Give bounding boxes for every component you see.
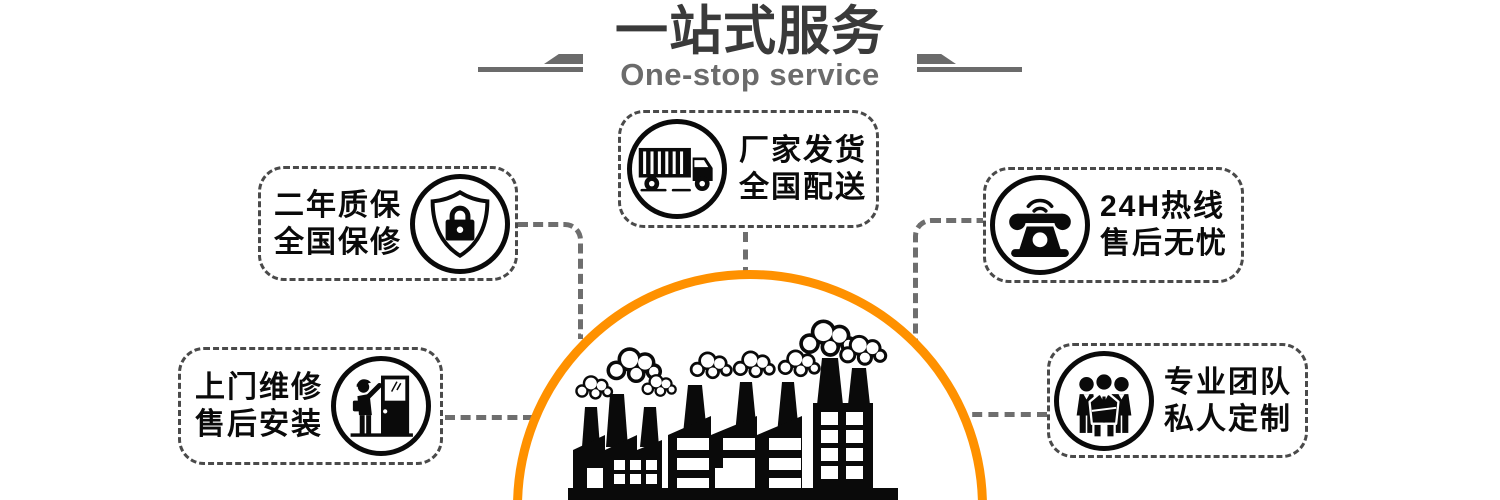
callout-line: 全国配送: [739, 171, 867, 204]
callout-factory-shipping: 厂家发货 全国配送: [618, 110, 879, 228]
connector-right-lower: [956, 412, 1047, 417]
callout-line: 厂家发货: [739, 134, 867, 167]
callout-text: 24H热线 售后无忧: [1100, 188, 1228, 262]
telephone-icon: [990, 175, 1090, 275]
callout-line: 全国保修: [274, 225, 402, 259]
callout-line: 私人定制: [1164, 402, 1292, 436]
callout-text: 上门维修 售后安装: [195, 369, 323, 443]
connector-right-upper: [913, 218, 988, 356]
callout-line: 24H热线: [1100, 190, 1226, 223]
callout-line: 二年质保: [274, 188, 402, 222]
connector-left-lower: [445, 415, 533, 420]
callout-line: 专业团队: [1164, 365, 1292, 399]
factory-icon: [568, 319, 898, 500]
title-swoosh-left: [544, 54, 583, 64]
truck-icon: [627, 119, 727, 219]
page-subtitle: One-stop service: [620, 57, 880, 92]
callout-text: 厂家发货 全国配送: [739, 132, 867, 206]
callout-line: 售后无忧: [1100, 227, 1228, 260]
team-icon: [1054, 350, 1154, 451]
connector-left-upper: [518, 222, 583, 339]
callout-hotline: 24H热线 售后无忧: [983, 167, 1244, 283]
shield-lock-icon: [410, 173, 510, 274]
door-knock-icon: [331, 356, 431, 456]
callout-pro-team: 专业团队 私人定制: [1047, 343, 1308, 458]
callout-line: 上门维修: [195, 371, 323, 404]
callout-text: 二年质保 全国保修: [274, 187, 402, 261]
callout-text: 专业团队 私人定制: [1164, 364, 1292, 438]
callout-warranty: 二年质保 全国保修: [258, 166, 518, 281]
page-title: 一站式服务: [615, 2, 885, 61]
title-rule-left: [478, 67, 583, 72]
title-swoosh-right: [917, 54, 956, 64]
connector-top: [743, 232, 748, 277]
callout-line: 售后安装: [195, 408, 323, 441]
callout-onsite-service: 上门维修 售后安装: [178, 347, 443, 465]
title-rule-right: [917, 67, 1022, 72]
